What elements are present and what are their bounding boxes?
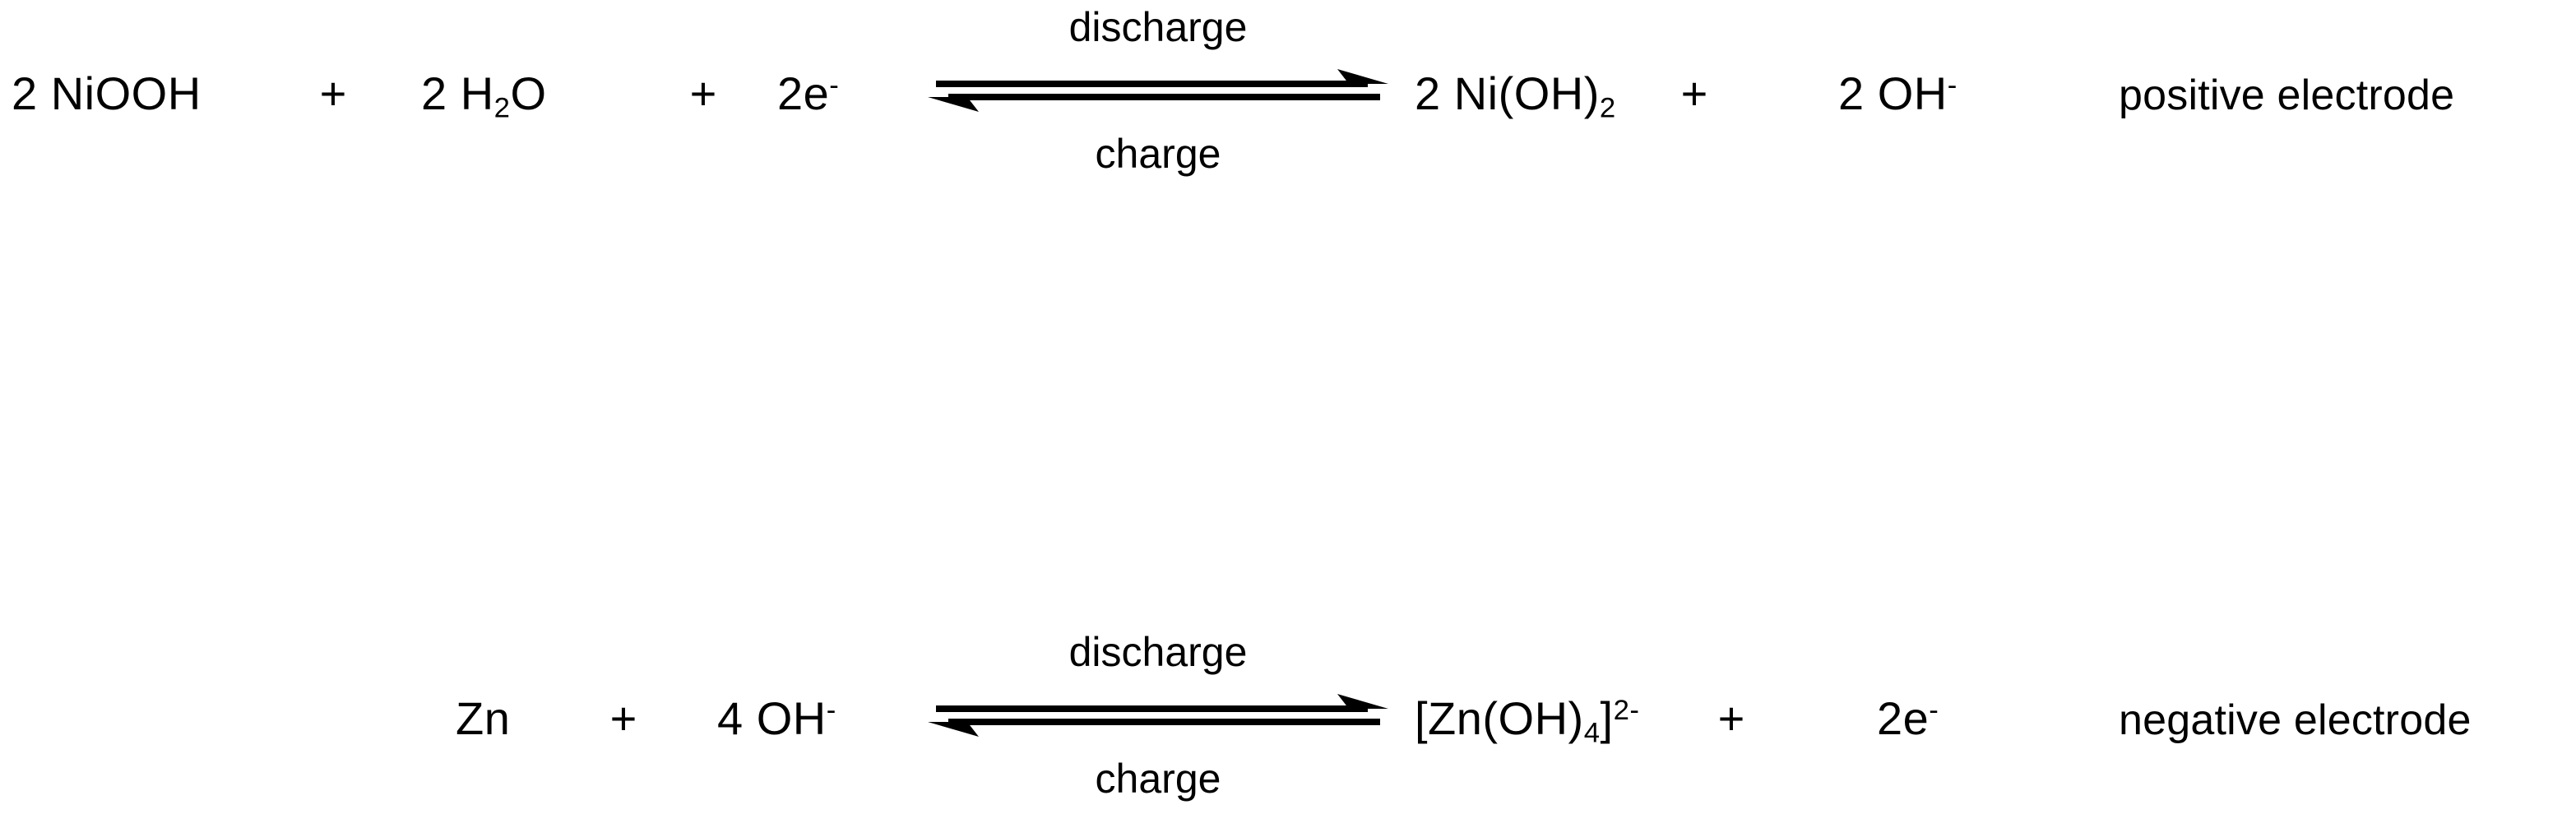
product-hydroxide-coefficient: 2 (1838, 67, 1865, 119)
equation-row-negative-electrode: Zn + 4 OH- discharge charge [Zn(OH)4]2- … (0, 312, 2576, 799)
reactant-water-o: O (510, 67, 547, 119)
product-zincate-subscript: 4 (1583, 717, 1601, 749)
product-electrons-symbol: 2e (1877, 692, 1930, 744)
product-electrons-charge: - (1929, 694, 1939, 726)
reactant-hydroxide-formula: OH (756, 692, 827, 744)
reactant-niooh: 2 NiOOH (12, 71, 202, 117)
plus-operator: + (689, 67, 717, 119)
product-nickel-hydroxide-subscript: 2 (1599, 92, 1616, 124)
reactant-electrons-charge: - (829, 69, 840, 101)
equilibrium-arrow-icon (928, 69, 1388, 112)
product-hydroxide-formula: OH (1877, 67, 1948, 119)
plus-operator: + (609, 692, 637, 744)
reactant-water-subscript: 2 (493, 92, 511, 124)
discharge-label: discharge (1068, 629, 1248, 675)
reactant-zinc: Zn (456, 692, 511, 744)
equilibrium-arrow-icon (928, 694, 1388, 737)
product-nickel-hydroxide-formula: Ni(OH) (1453, 67, 1600, 119)
reactant-water-h: H (460, 67, 494, 119)
reactant-hydroxide-coefficient: 4 (717, 692, 744, 744)
reactant-hydroxide-charge: - (826, 694, 836, 726)
discharge-label: discharge (1068, 4, 1248, 50)
product-zincate-charge: 2- (1613, 694, 1640, 726)
charge-label: charge (1095, 756, 1221, 802)
plus-operator: + (319, 67, 347, 119)
product-nickel-hydroxide-coefficient: 2 (1415, 67, 1441, 119)
plus-operator: + (1680, 67, 1708, 119)
reactant-electrons-symbol: 2e (777, 67, 830, 119)
charge-label: charge (1095, 131, 1221, 177)
reactant-electrons: 2e- (777, 71, 839, 117)
plus-operator: + (1717, 692, 1745, 744)
equilibrium-arrow-group: discharge charge (928, 625, 1388, 814)
product-zincate-complex: [Zn(OH)4]2- (1415, 694, 1640, 748)
electrode-label-positive: positive electrode (2119, 72, 2455, 119)
product-electrons: 2e- (1877, 696, 1939, 742)
equation-row-positive-electrode: 2 NiOOH + 2 H2O + 2e- discharge charge 2… (0, 0, 2576, 197)
equilibrium-arrow-group: discharge charge (928, 0, 1388, 189)
reactant-niooh-coefficient: 2 (12, 67, 38, 119)
product-hydroxide-charge: - (1947, 69, 1957, 101)
product-zincate-close: ] (1600, 692, 1614, 744)
reactant-water-coefficient: 2 (421, 67, 447, 119)
reactant-niooh-formula: NiOOH (50, 67, 202, 119)
product-nickel-hydroxide: 2 Ni(OH)2 (1415, 71, 1616, 123)
reactant-hydroxide: 4 OH- (717, 696, 836, 742)
product-hydroxide: 2 OH- (1838, 71, 1957, 117)
product-zincate-open: [Zn(OH) (1415, 692, 1584, 744)
electrode-label-negative: negative electrode (2119, 696, 2472, 744)
reactant-water: 2 H2O (421, 71, 547, 123)
